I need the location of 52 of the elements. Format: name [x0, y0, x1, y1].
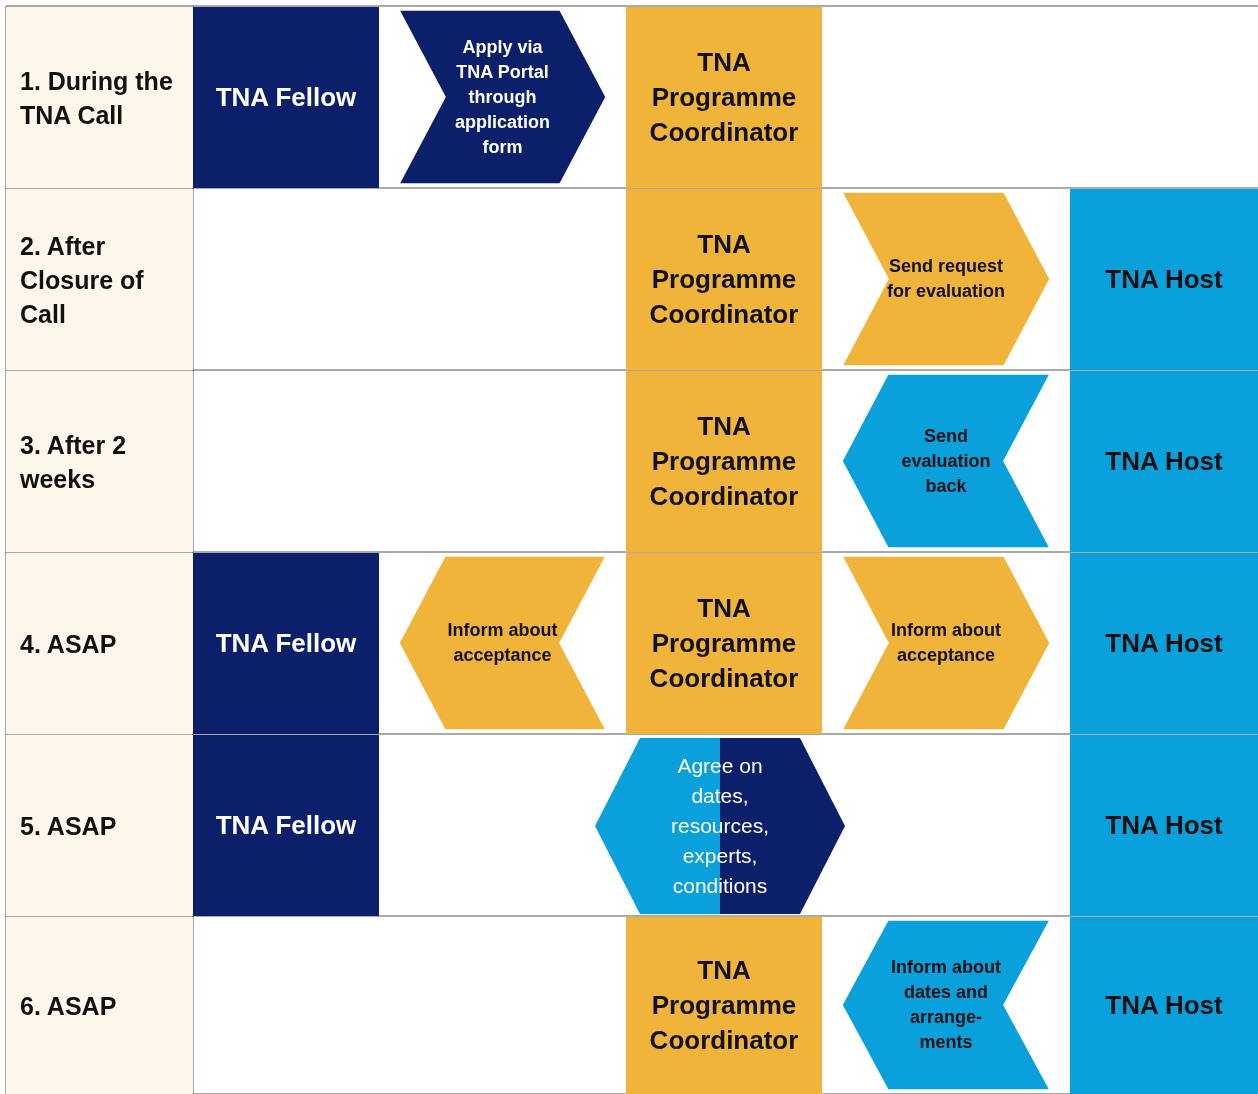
edge-label: Send request for evaluation	[886, 255, 1006, 303]
stage-cell	[6, 735, 193, 916]
fellow-box	[193, 735, 379, 916]
role-label: TNA Host	[1105, 445, 1223, 478]
agreement-hexagon	[595, 738, 845, 914]
edge-label: Send evaluation back	[900, 424, 992, 498]
stage-cell	[6, 553, 193, 734]
role-label: TNA Host	[1105, 809, 1223, 842]
role-label: TNA Fellow	[215, 627, 357, 660]
role-label: TNA Programme Coordinator	[648, 592, 800, 695]
agreement-text: Agree on dates, resources, experts, conditions	[669, 753, 770, 899]
role-label: TNA Fellow	[215, 809, 357, 842]
chevron-arrow	[397, 9, 607, 185]
host-box	[1070, 735, 1258, 916]
chevron-arrow	[841, 919, 1052, 1091]
stage-label: 3. After 2 weeks	[20, 429, 128, 495]
role-label: TNA Programme Coordinator	[648, 410, 800, 513]
role-label: TNA Host	[1105, 263, 1223, 296]
stage-label: 1. During the TNA Call	[20, 65, 174, 131]
stage-label: 5. ASAP	[20, 810, 117, 842]
stage-cell	[6, 371, 193, 552]
chevron-arrow	[840, 191, 1051, 367]
stage-cell	[6, 917, 193, 1094]
stage-cell	[6, 7, 193, 188]
edge-label: Inform about acceptance	[446, 619, 559, 667]
stage-label: 6. ASAP	[20, 990, 117, 1022]
host-box	[1070, 189, 1258, 370]
role-label: TNA Host	[1105, 627, 1223, 660]
role-label: TNA Host	[1105, 989, 1223, 1022]
chevron-arrow	[840, 555, 1051, 731]
host-box	[1070, 553, 1258, 734]
coordinator-box	[626, 553, 822, 734]
host-box	[1070, 917, 1258, 1094]
coordinator-box	[626, 7, 822, 188]
edge-label: Inform about dates and arrange- ments	[890, 956, 1002, 1054]
stage-label: 4. ASAP	[20, 628, 117, 660]
coordinator-box	[626, 917, 822, 1094]
role-label: TNA Fellow	[215, 81, 357, 114]
role-label: TNA Programme Coordinator	[648, 954, 800, 1057]
stage-label: 2. After Closure of Call	[20, 230, 145, 330]
edge-label: Apply via TNA Portal through application form	[454, 35, 551, 159]
fellow-box	[193, 7, 379, 188]
coordinator-box	[626, 371, 822, 552]
chevron-arrow	[398, 555, 608, 731]
role-label: TNA Programme Coordinator	[648, 46, 800, 149]
stage-cell	[6, 189, 193, 370]
edge-label: Inform about acceptance	[890, 619, 1002, 667]
role-label: TNA Programme Coordinator	[648, 228, 800, 331]
coordinator-box	[626, 189, 822, 370]
chevron-arrow	[841, 373, 1052, 549]
fellow-box	[193, 553, 379, 734]
host-box	[1070, 371, 1258, 552]
